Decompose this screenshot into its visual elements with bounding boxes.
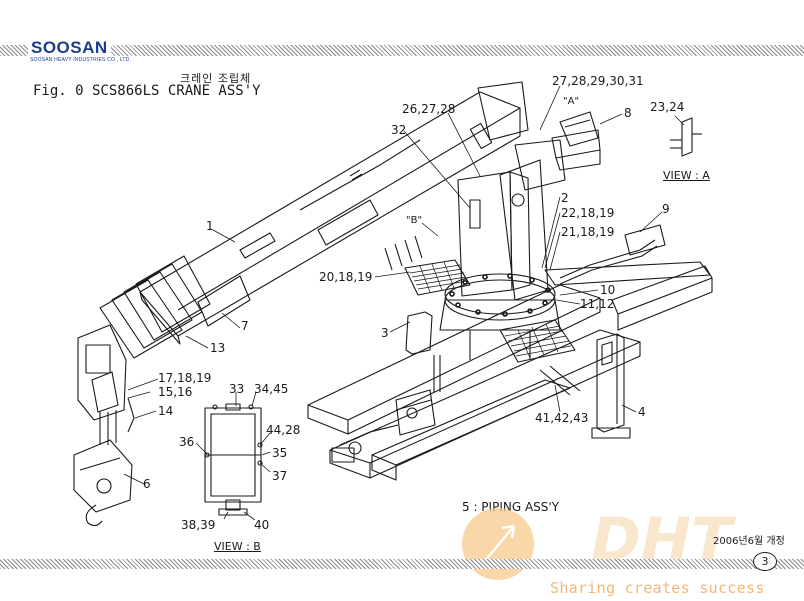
boom-head xyxy=(77,324,135,445)
view-b-detail xyxy=(204,403,263,516)
revision-date: 2006년6월 개정 xyxy=(713,536,785,547)
callout-3: 3 xyxy=(381,326,389,340)
callout-21-18-19: 21,18,19 xyxy=(561,225,615,239)
callout-41-42-43: 41,42,43 xyxy=(535,411,589,425)
page-number: 3 xyxy=(753,552,777,571)
callout-11-12: 11,12 xyxy=(580,297,615,311)
crane-column xyxy=(457,139,566,301)
view-b-label: VIEW : B xyxy=(214,540,261,553)
hydraulic-hose xyxy=(559,224,666,285)
callout-23-24: 23,24 xyxy=(650,100,685,114)
callout-32: 32 xyxy=(391,123,407,137)
callout-15-16: 15,16 xyxy=(158,385,193,399)
watermark-text: Sharing creates success xyxy=(550,579,765,597)
winch-unit xyxy=(331,389,436,463)
boom-logo-panel-2 xyxy=(197,275,251,327)
view-a-label: VIEW : A xyxy=(663,169,710,182)
view-a-detail xyxy=(670,117,702,157)
brand-subtitle: SOOSAN HEAVY INDUSTRIES CO., LTD. xyxy=(30,57,132,63)
main-boom xyxy=(139,81,529,345)
callout-6: 6 xyxy=(143,477,151,491)
control-lever-bank-left xyxy=(384,235,471,296)
callout-35: 35 xyxy=(272,446,288,460)
outrigger-leg-left xyxy=(405,311,441,392)
callout-37: 37 xyxy=(272,469,288,483)
leader-lines xyxy=(123,85,685,521)
callout-9: 9 xyxy=(662,202,670,216)
callout-17-18-19: 17,18,19 xyxy=(158,371,212,385)
outrigger-leg-right xyxy=(591,333,631,439)
control-lever-bank-right xyxy=(499,319,581,396)
callout-view-b-marker: "B" xyxy=(406,215,423,226)
boom-extensions xyxy=(99,255,211,359)
callout-20-18-19: 20,18,19 xyxy=(319,270,373,284)
callout-14: 14 xyxy=(158,404,174,418)
operator-seat xyxy=(551,111,601,171)
callout-1: 1 xyxy=(206,219,214,233)
figure-title: Fig. 0 SCS866LS CRANE ASS'Y xyxy=(33,83,261,99)
callout-33: 33 xyxy=(229,382,245,396)
callout-view-a-marker: "A" xyxy=(563,96,580,107)
brand-logo: SOOSAN xyxy=(28,38,111,58)
callout-2: 2 xyxy=(561,191,569,205)
callout-10: 10 xyxy=(600,283,616,297)
callout-26-27-28: 26,27,28 xyxy=(402,102,456,116)
callout-22-18-19: 22,18,19 xyxy=(561,206,615,220)
boom-logo-panel xyxy=(317,199,379,246)
chassis-frame xyxy=(307,261,713,481)
header-hatch-bar xyxy=(0,45,804,56)
figure-title-korean: 크레인 조립체 xyxy=(180,72,252,85)
callout-44-28: 44,28 xyxy=(266,423,301,437)
callout-40: 40 xyxy=(254,518,270,532)
callout-4: 4 xyxy=(638,405,646,419)
footer-hatch-bar xyxy=(0,559,804,569)
callout-38-39: 38,39 xyxy=(181,518,216,532)
callout-27-28-29-30-31: 27,28,29,30,31 xyxy=(552,74,644,88)
callout-13: 13 xyxy=(210,341,226,355)
callout-8: 8 xyxy=(624,106,632,120)
callout-36: 36 xyxy=(179,435,195,449)
callout-7: 7 xyxy=(241,319,249,333)
hook-block xyxy=(73,439,133,527)
callout-34-45: 34,45 xyxy=(254,382,289,396)
